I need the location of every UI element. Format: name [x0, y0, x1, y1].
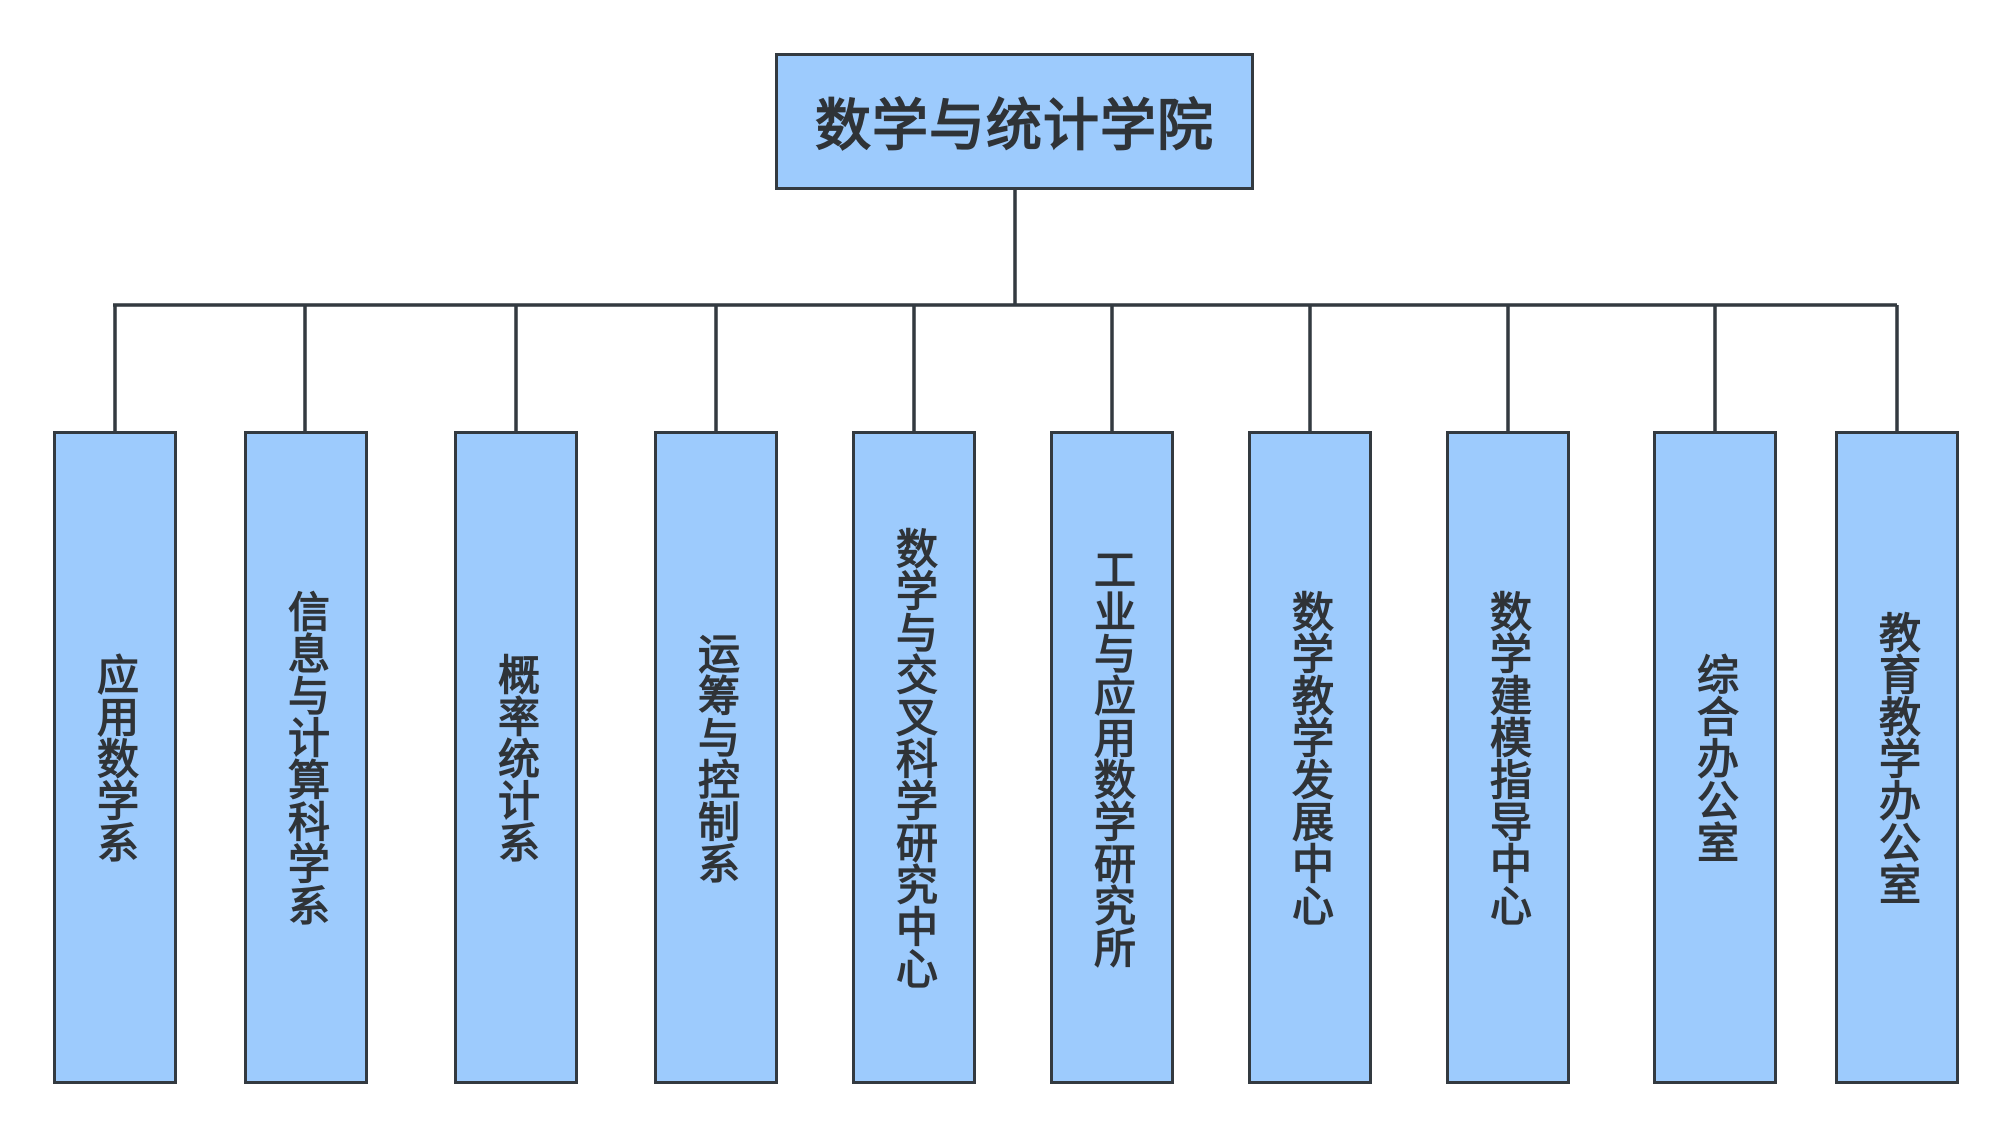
department-box-math-teaching-development-center: 数学教学发展中心: [1248, 431, 1372, 1084]
department-label: 概率统计系: [491, 652, 541, 863]
department-box-information-computing-science: 信息与计算科学系: [244, 431, 368, 1084]
root-node-box: 数学与统计学院: [775, 53, 1254, 190]
department-label: 教育教学办公室: [1872, 610, 1922, 905]
department-box-interdisciplinary-research-center: 数学与交叉科学研究中心: [852, 431, 976, 1084]
department-box-education-teaching-office: 教育教学办公室: [1835, 431, 1959, 1084]
department-box-industrial-applied-math-institute: 工业与应用数学研究所: [1050, 431, 1174, 1084]
department-box-general-office: 综合办公室: [1653, 431, 1777, 1084]
department-label: 数学教学发展中心: [1285, 589, 1335, 926]
department-label: 工业与应用数学研究所: [1087, 547, 1137, 968]
department-box-math-modeling-guidance-center: 数学建模指导中心: [1446, 431, 1570, 1084]
root-node-label: 数学与统计学院: [815, 94, 1214, 159]
department-label: 数学建模指导中心: [1483, 589, 1533, 926]
department-box-probability-statistics: 概率统计系: [454, 431, 578, 1084]
department-label: 应用数学系: [90, 652, 140, 863]
department-box-applied-mathematics: 应用数学系: [53, 431, 177, 1084]
department-label: 运筹与控制系: [691, 631, 741, 884]
department-box-operations-research-control: 运筹与控制系: [654, 431, 778, 1084]
department-label: 综合办公室: [1690, 652, 1740, 863]
department-label: 数学与交叉科学研究中心: [889, 526, 939, 989]
department-label: 信息与计算科学系: [281, 589, 331, 926]
